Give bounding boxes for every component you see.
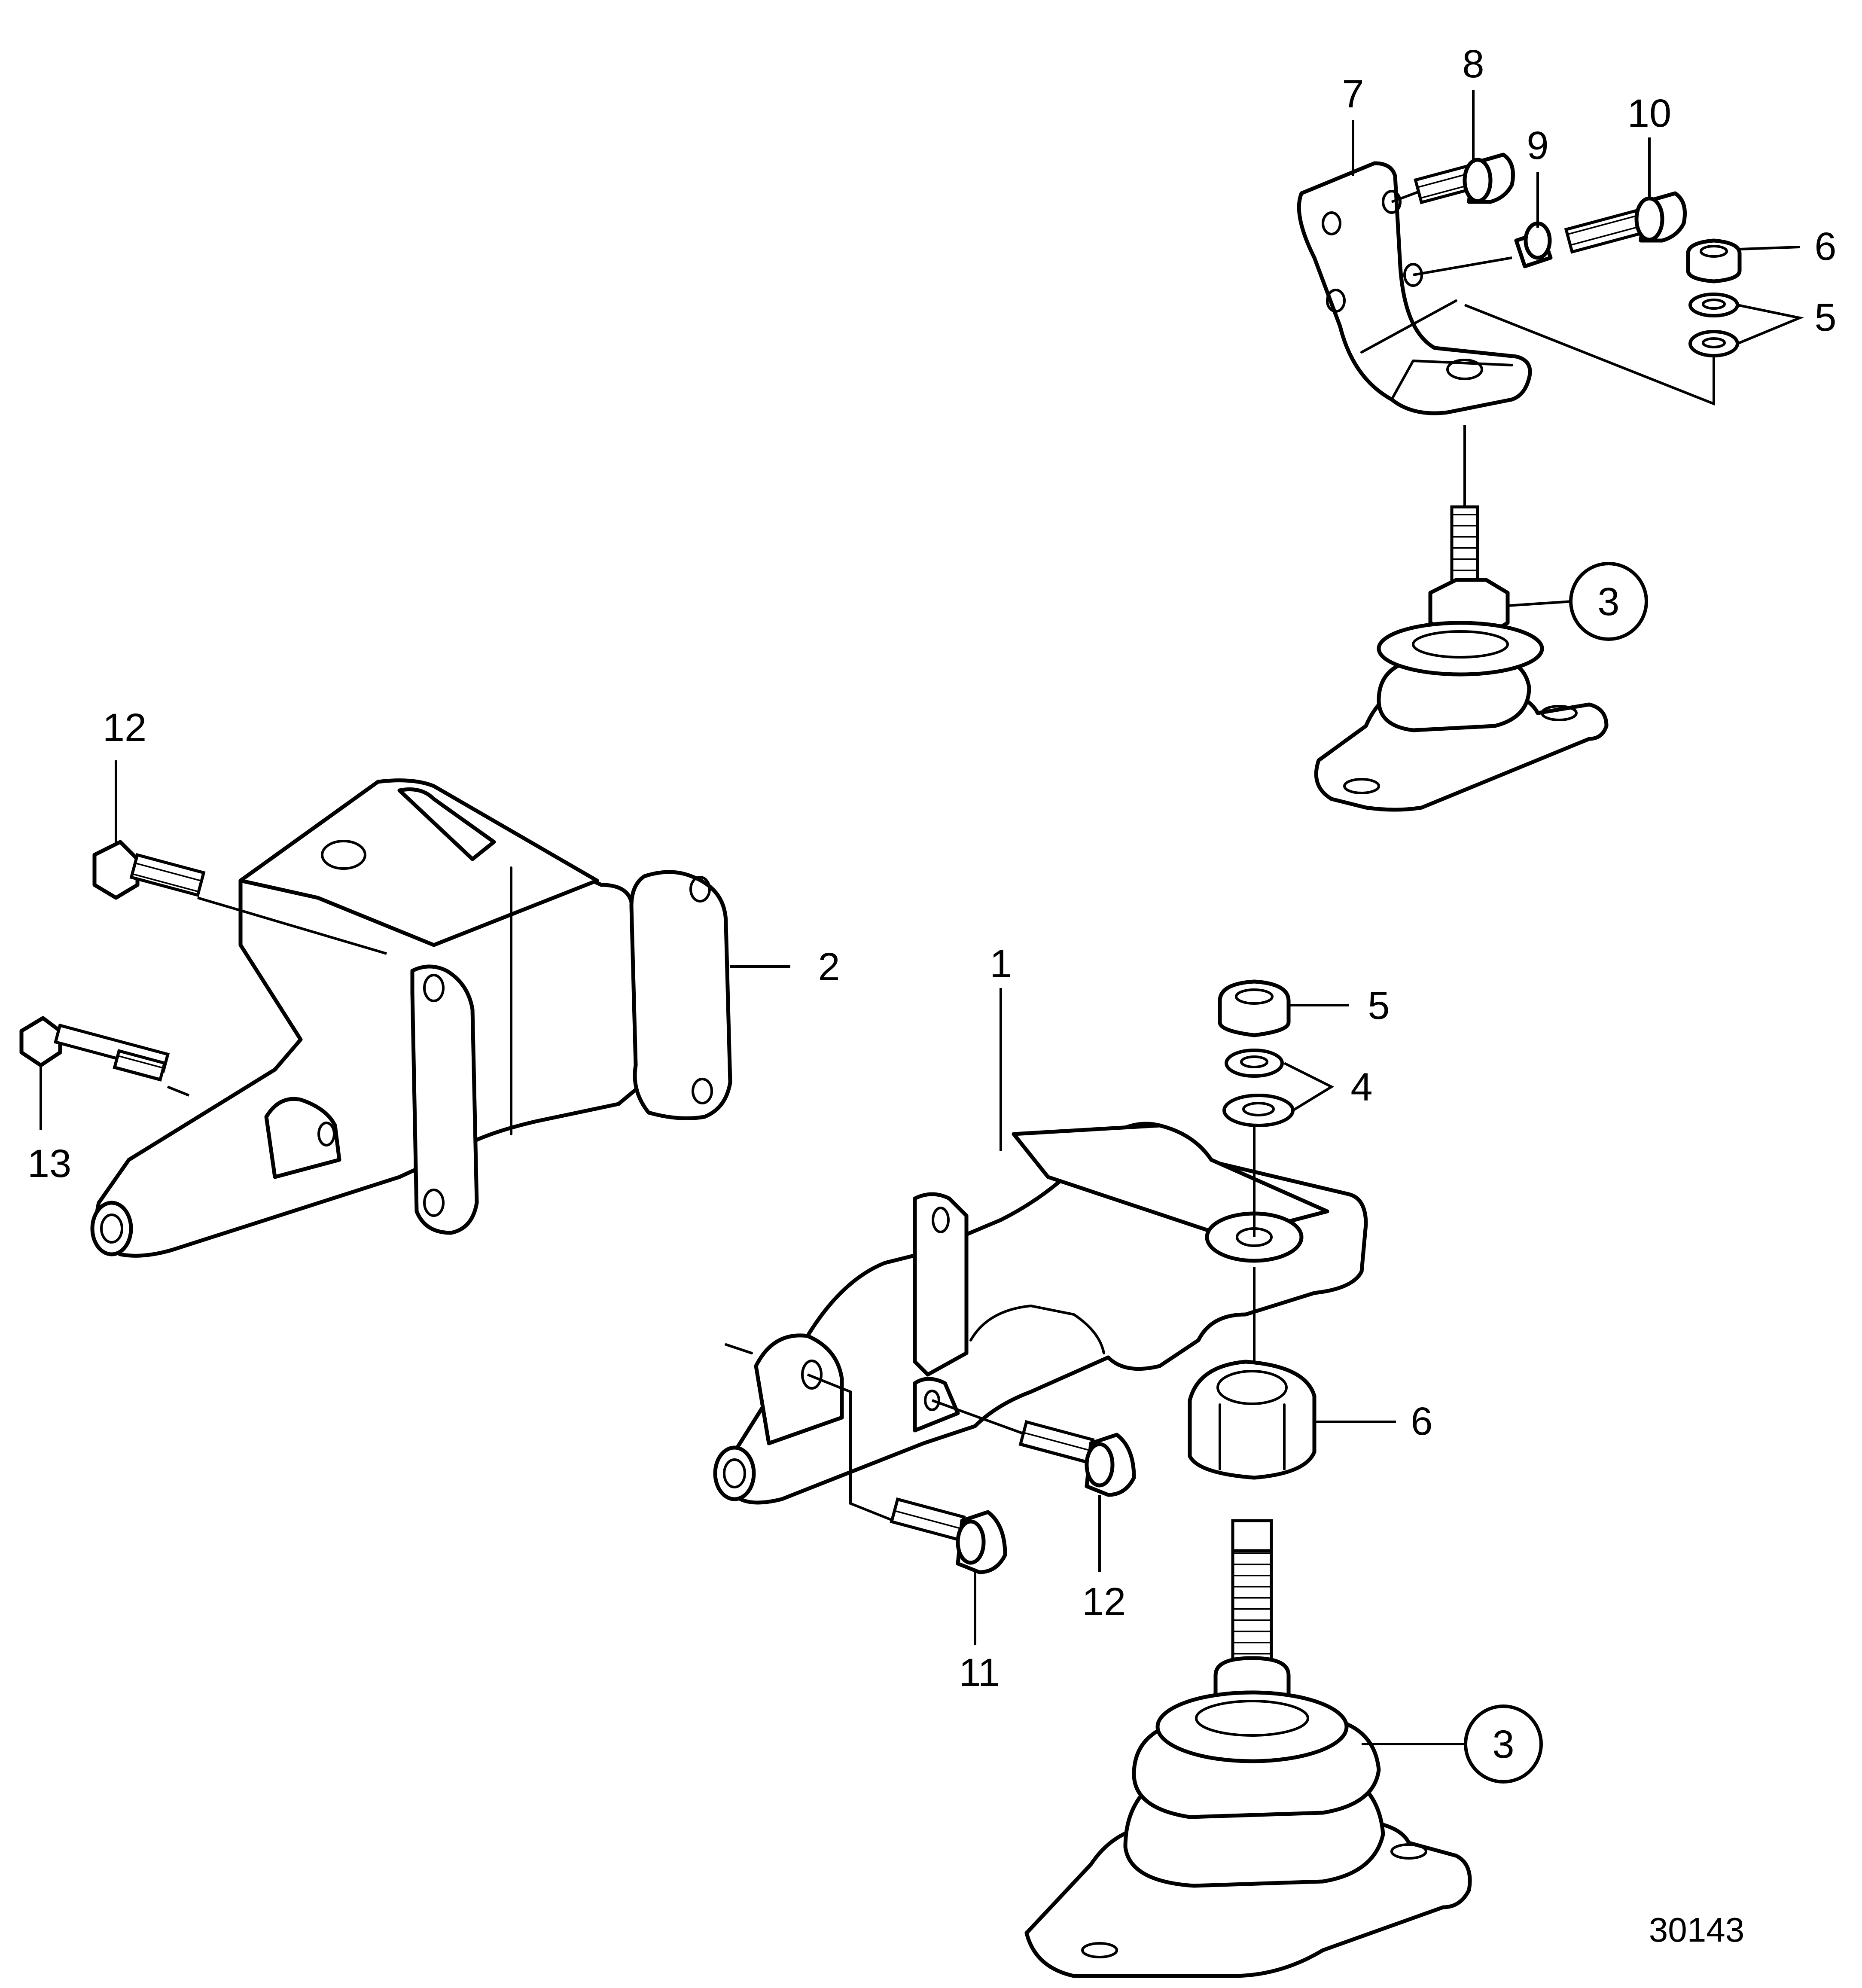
callout-12-left: 12 [103, 706, 146, 750]
callout-12-bottom: 12 [1082, 1580, 1126, 1624]
callout-9: 9 [1527, 124, 1548, 168]
figure-number: 30143 [1649, 1911, 1744, 1949]
bolt-12-bottom [931, 1399, 1136, 1572]
callout-3-bottom: 3 [1492, 1723, 1514, 1766]
callout-10: 10 [1627, 91, 1671, 135]
nut-6-top [1686, 238, 1742, 284]
bolt-10 [1564, 191, 1687, 254]
spacer-9 [1413, 221, 1553, 276]
bracket-1 [713, 988, 1368, 1505]
bolt-8 [1391, 152, 1515, 204]
engine-mount-3-bottom [1024, 1519, 1543, 1978]
callout-6-top: 6 [1814, 225, 1836, 268]
washers-5-top [1688, 293, 1739, 357]
callout-5-mid: 5 [1814, 296, 1836, 339]
callout-11: 11 [959, 1651, 1000, 1695]
bolt-12-left [92, 760, 387, 955]
bolt-11 [807, 1373, 1007, 1645]
callout-13: 13 [27, 1142, 71, 1186]
callout-5-bottom: 5 [1368, 984, 1390, 1028]
callout-8: 8 [1462, 42, 1484, 86]
washers-4 [1222, 1049, 1335, 1237]
bracket-2 [90, 778, 790, 1258]
nut-5-bottom [1218, 979, 1349, 1037]
callout-6-bottom: 6 [1411, 1400, 1432, 1443]
callout-7: 7 [1342, 72, 1364, 116]
bracket-7 [1297, 161, 1532, 415]
callout-2: 2 [818, 945, 840, 989]
callout-4: 4 [1350, 1065, 1372, 1109]
callout-3-top: 3 [1597, 580, 1619, 624]
bolt-13 [19, 1016, 190, 1130]
nut-6-bottom [1188, 1360, 1396, 1480]
callout-1: 1 [990, 942, 1012, 986]
engine-mount-3-top [1314, 425, 1648, 812]
